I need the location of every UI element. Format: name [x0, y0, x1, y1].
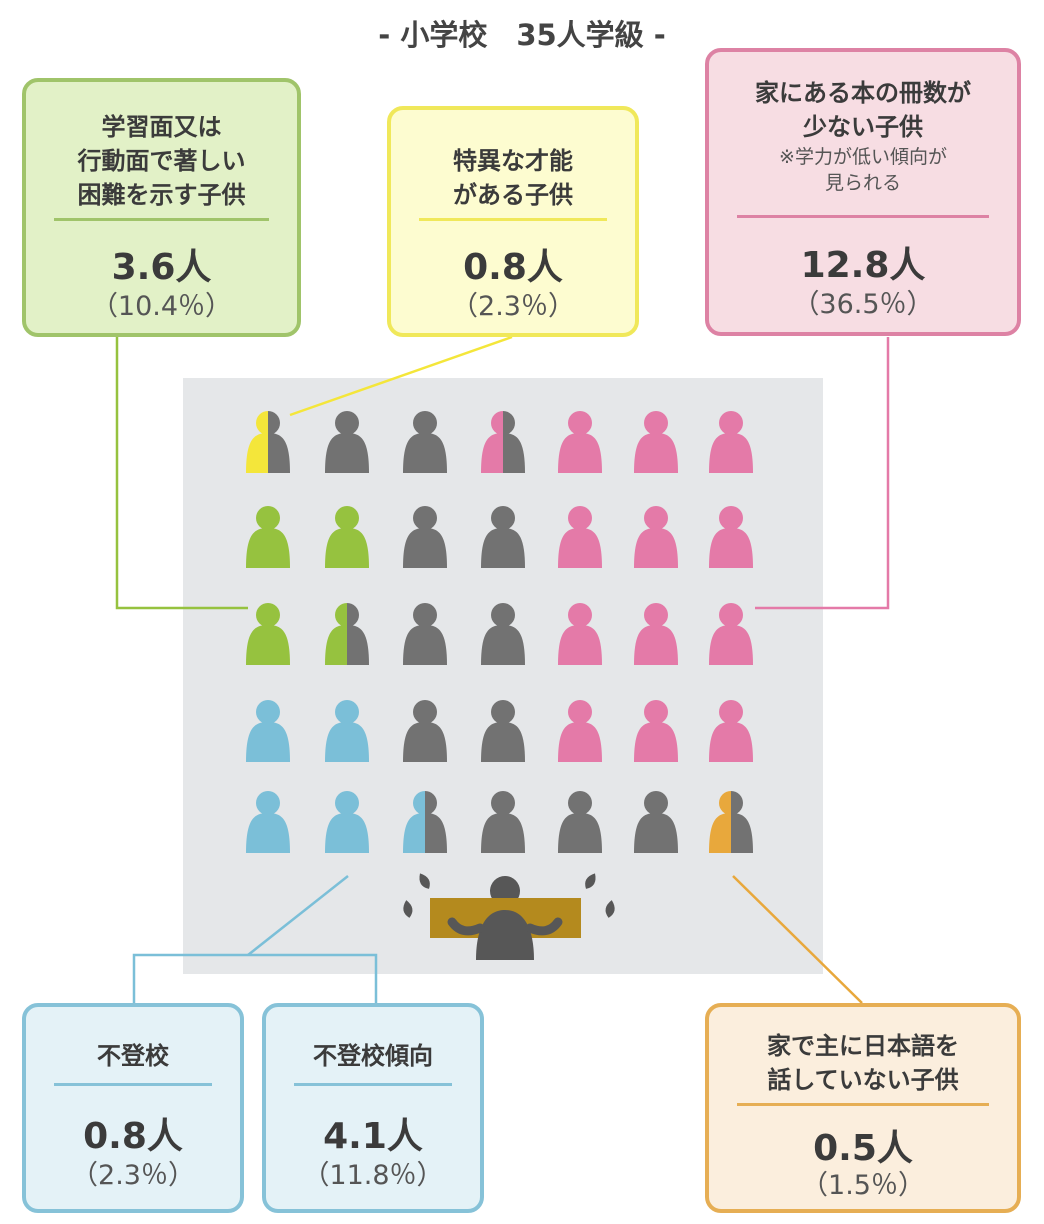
- card-language-title-1: 家で主に日本語を: [767, 1032, 959, 1060]
- student-figure: [558, 791, 602, 853]
- card-learning-title-3: 困難を示す子供: [77, 181, 246, 209]
- sweat-drop-icon: [419, 873, 430, 889]
- student-figure: [403, 603, 447, 665]
- card-divider: [737, 1103, 989, 1106]
- card-language-title-2: 話していない子供: [767, 1066, 959, 1094]
- student-figure: [325, 411, 369, 473]
- card-non-japanese-home: 家で主に日本語を 話していない子供 0.5人 （1.5％）: [705, 1003, 1021, 1213]
- connector-language: [732, 875, 863, 1004]
- card-books-title-2: 少ない子供: [803, 113, 923, 141]
- card-books-value: 12.8人: [800, 245, 926, 286]
- student-figure: [558, 411, 602, 473]
- student-figure: [481, 700, 525, 762]
- student-figure: [558, 700, 602, 762]
- card-books-note-2: 見られる: [824, 172, 901, 194]
- connector-absent-split: [247, 875, 349, 956]
- connector-books: [755, 337, 890, 610]
- student-figure: [246, 411, 290, 473]
- card-learning-title-2: 行動面で著しい: [77, 147, 246, 175]
- card-books-percent: （36.5％）: [792, 289, 934, 320]
- card-absent-tendency-value: 4.1人: [323, 1116, 423, 1157]
- student-figure: [246, 506, 290, 568]
- student-figure: [709, 506, 753, 568]
- student-figure: [634, 506, 678, 568]
- student-figure: [403, 411, 447, 473]
- student-figure: [634, 603, 678, 665]
- card-absent: 不登校 0.8人 （2.3％）: [22, 1003, 244, 1213]
- connector-gifted: [289, 335, 513, 417]
- connector-lines: [115, 335, 890, 1004]
- student-figure: [246, 791, 290, 853]
- sweat-drop-icon: [585, 873, 596, 889]
- student-figure: [481, 411, 525, 473]
- card-gifted-title-1: 特異な才能: [453, 147, 573, 175]
- student-figure: [246, 603, 290, 665]
- student-figure: [325, 506, 369, 568]
- student-figure: [325, 791, 369, 853]
- card-learning-title-1: 学習面又は: [101, 113, 222, 141]
- sweat-drop-icon: [403, 900, 413, 918]
- student-figure: [403, 700, 447, 762]
- student-figure: [634, 411, 678, 473]
- teacher-arm-right: [525, 917, 563, 936]
- student-figure: [709, 411, 753, 473]
- student-figure: [246, 700, 290, 762]
- student-figure: [481, 603, 525, 665]
- diagram-title: - 小学校 35人学級 -: [378, 18, 666, 52]
- student-figure: [634, 791, 678, 853]
- card-divider: [419, 218, 607, 221]
- card-language-percent: （1.5％）: [801, 1170, 925, 1201]
- card-divider: [54, 1083, 212, 1086]
- student-figure: [558, 506, 602, 568]
- student-figure: [709, 700, 753, 762]
- student-figure: [481, 791, 525, 853]
- teacher-body: [476, 910, 534, 960]
- card-learning-value: 3.6人: [111, 247, 212, 288]
- card-gifted-value: 0.8人: [463, 247, 563, 288]
- student-grid: [246, 411, 753, 853]
- card-learning-percent: （10.4％）: [90, 291, 233, 322]
- connector-absent: [132, 953, 378, 1003]
- student-figure: [325, 603, 369, 665]
- card-absent-value: 0.8人: [83, 1116, 183, 1157]
- card-divider: [737, 215, 989, 218]
- card-language-value: 0.5人: [813, 1128, 913, 1169]
- student-figure: [558, 603, 602, 665]
- connector-learning: [115, 337, 248, 610]
- card-books-title-1: 家にある本の冊数が: [755, 79, 971, 107]
- student-figure: [403, 506, 447, 568]
- card-gifted-percent: （2.3％）: [451, 291, 575, 322]
- student-figure: [634, 700, 678, 762]
- card-absent-percent: （2.3％）: [71, 1160, 195, 1191]
- card-absent-tendency: 不登校傾向 4.1人 （11.8％）: [262, 1003, 484, 1213]
- card-books-note-1: ※学力が低い傾向が: [779, 146, 947, 168]
- card-few-books: 家にある本の冊数が 少ない子供 ※学力が低い傾向が 見られる 12.8人 （36…: [705, 48, 1021, 336]
- card-gifted-title-2: がある子供: [453, 181, 573, 209]
- card-gifted: 特異な才能 がある子供 0.8人 （2.3％）: [387, 106, 639, 337]
- card-divider: [294, 1083, 452, 1086]
- student-figure: [481, 506, 525, 568]
- classroom-area: [183, 378, 823, 974]
- card-learning-difficulty: 学習面又は 行動面で著しい 困難を示す子供 3.6人 （10.4％）: [22, 78, 301, 337]
- card-divider: [54, 218, 269, 221]
- student-figure: [403, 791, 447, 853]
- student-figure: [709, 603, 753, 665]
- sweat-drop-icon: [605, 900, 615, 918]
- teacher-arm-left: [447, 917, 485, 936]
- student-figure: [709, 791, 753, 853]
- card-absent-tendency-percent: （11.8％）: [302, 1160, 444, 1191]
- student-figure: [325, 700, 369, 762]
- teacher-figure: [403, 873, 615, 960]
- card-absent-tendency-title: 不登校傾向: [313, 1042, 433, 1070]
- card-absent-title: 不登校: [97, 1042, 169, 1070]
